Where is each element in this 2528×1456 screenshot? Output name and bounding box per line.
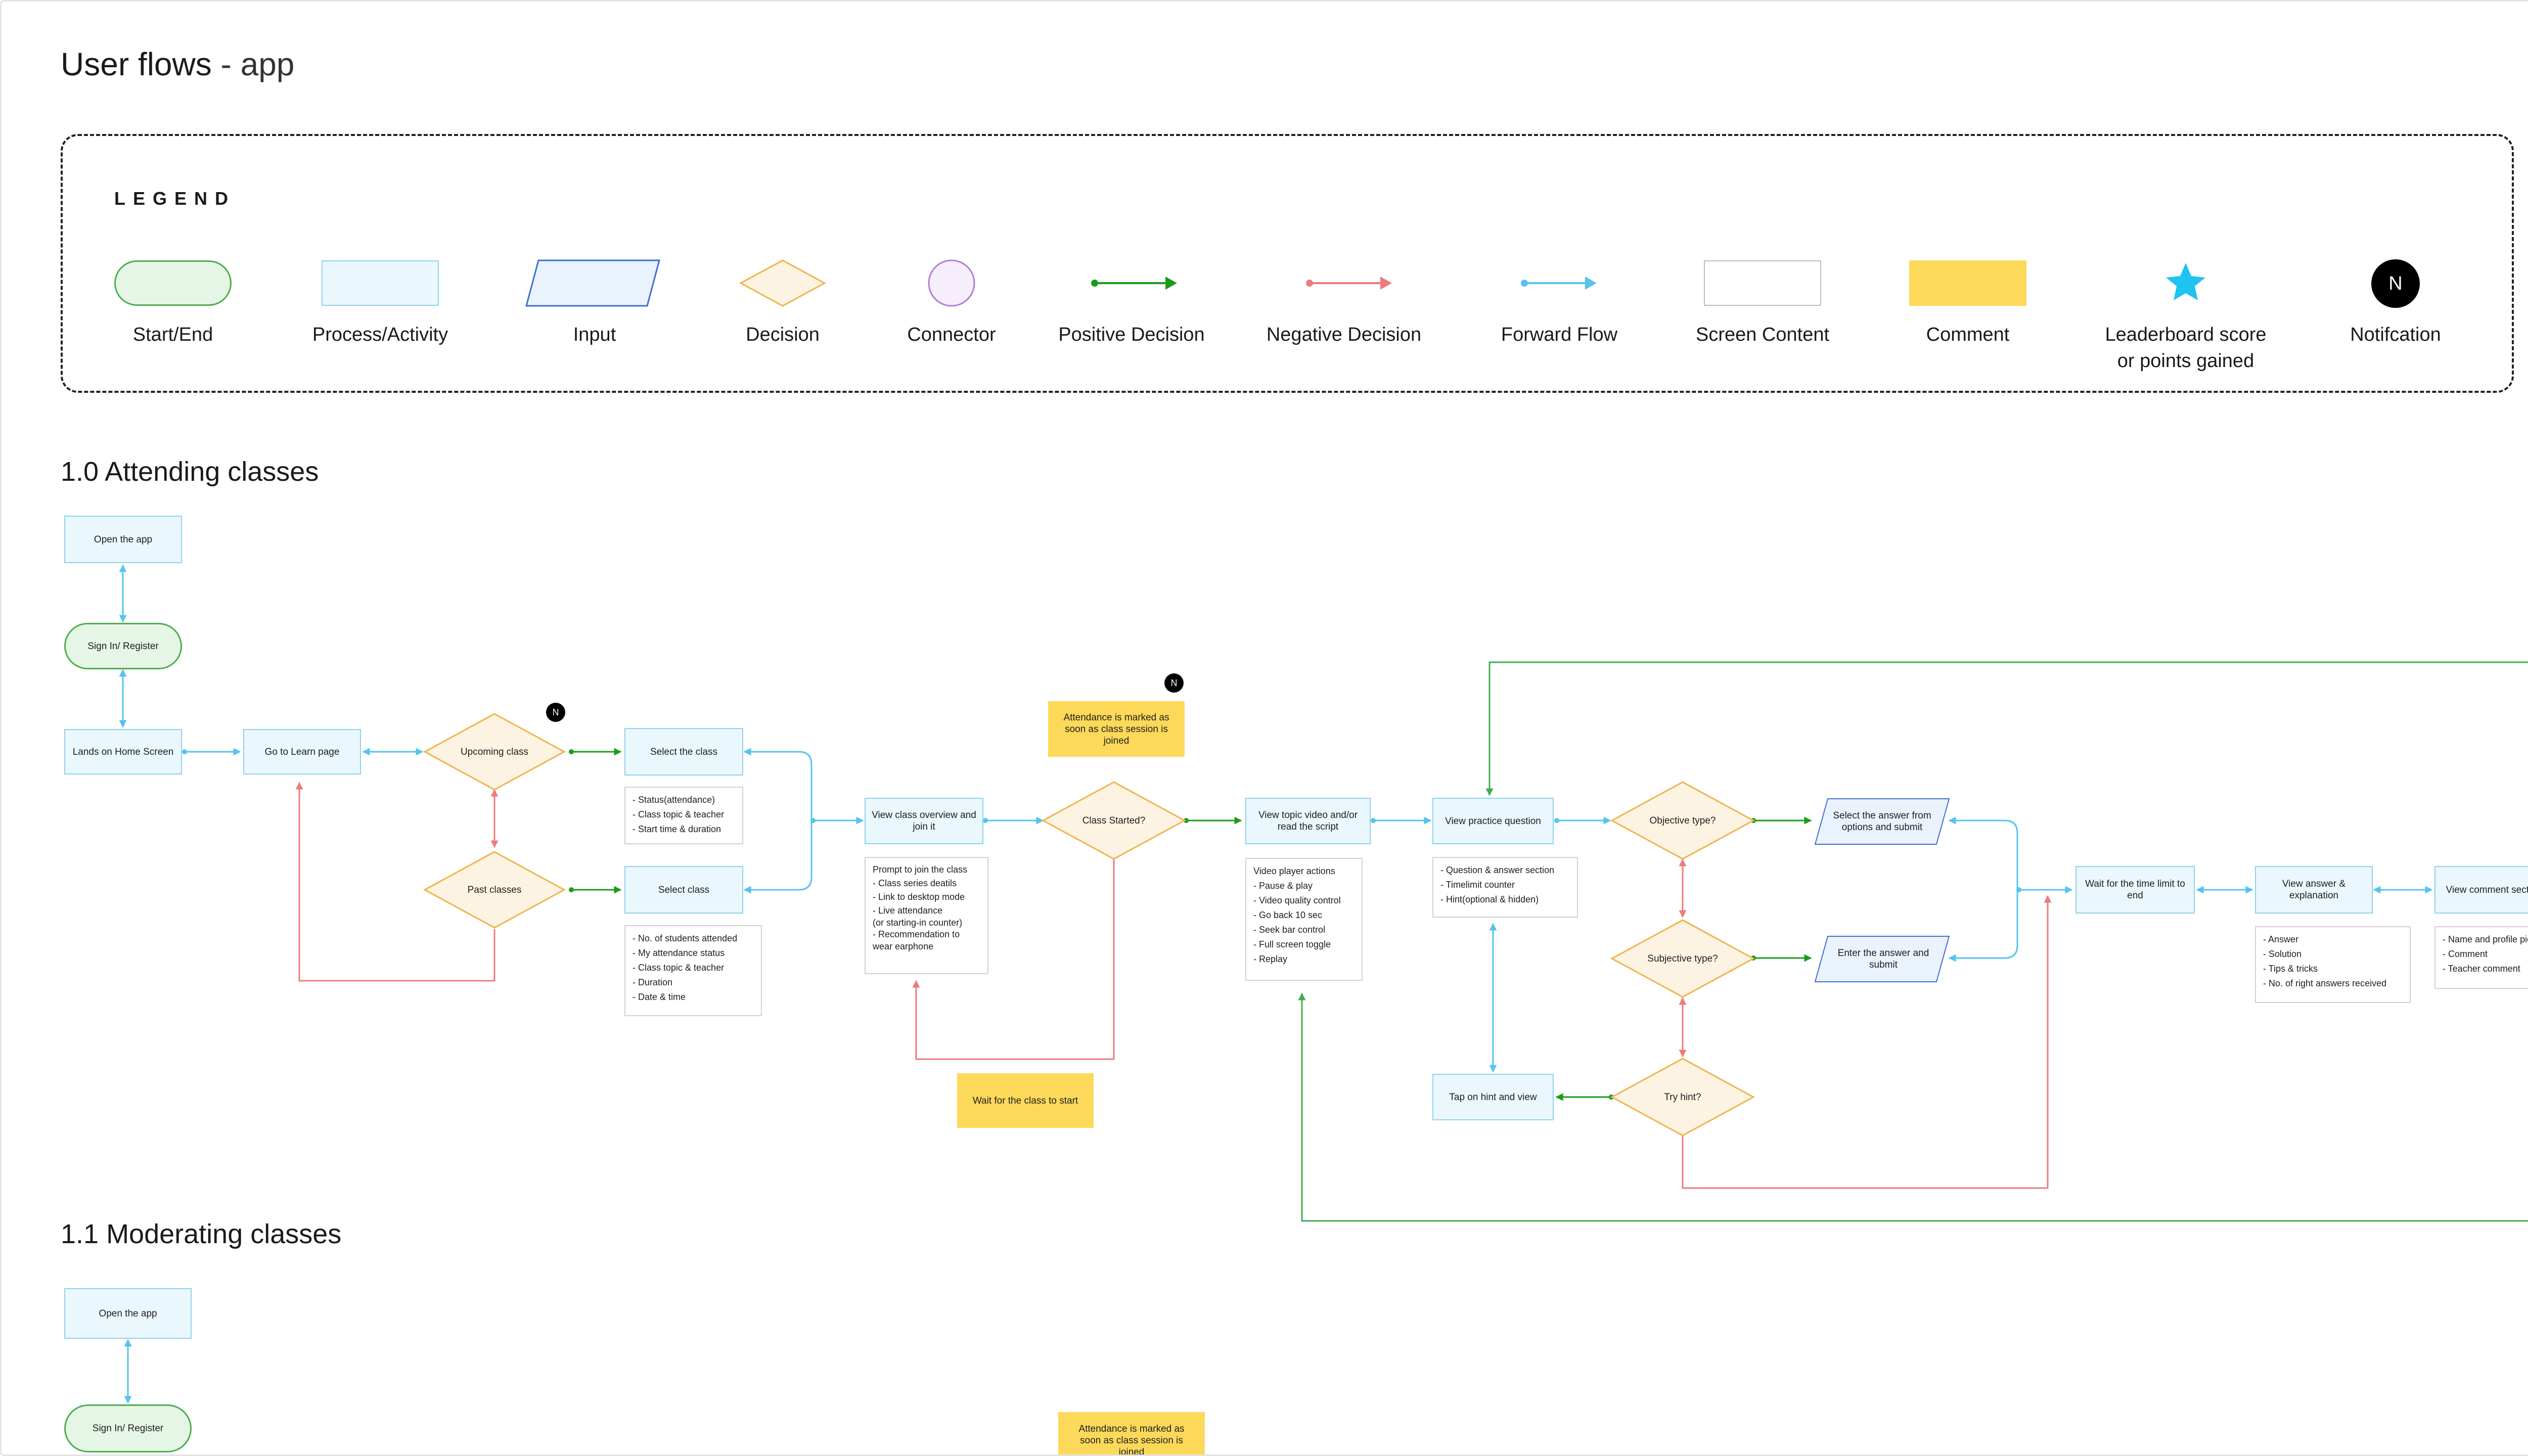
detail-line: - Duration <box>633 977 673 987</box>
legend-process-shape <box>322 260 439 306</box>
detail-line: - Recommendation to <box>873 929 960 939</box>
legend-forward-label: Forward Flow <box>1501 324 1618 345</box>
detail-line: - Hint(optional & hidden) <box>1440 894 1539 904</box>
detail-line: - Full screen toggle <box>1253 939 1331 949</box>
detail-line: - My attendance status <box>633 948 725 958</box>
node-past-classes: Past classes <box>467 884 522 895</box>
node-enter-answer: Enter the answer and submit <box>1837 948 1929 970</box>
detail-line: - Class topic & teacher <box>633 963 725 973</box>
detail-line: - Go back 10 sec <box>1253 910 1323 920</box>
legend-start-end-label: Start/End <box>132 324 213 345</box>
legend-positive-label: Positive Decision <box>1058 324 1205 345</box>
detail-line: - Answer <box>2263 934 2299 944</box>
page-title-suffix: - app <box>211 46 295 82</box>
content-practice-details: - Question & answer section - Timelimit … <box>1432 857 1578 918</box>
detail-line: - Teacher comment <box>2443 964 2520 974</box>
detail-line: (or starting-in counter) <box>873 918 963 928</box>
node-objective-type: Objective type? <box>1649 815 1716 826</box>
detail-line: Prompt to join the class <box>873 864 968 875</box>
node-view-topic-video: View topic video and/or read the script <box>1245 798 1371 844</box>
node-select-answer: Select the answer from options and submi… <box>1833 810 1931 833</box>
detail-line: - Pause & play <box>1253 881 1313 891</box>
detail-line: - Seek bar control <box>1253 925 1326 935</box>
notification-icon-upcoming: N <box>546 703 565 722</box>
node-upcoming-class: Upcoming class <box>460 746 529 757</box>
legend-input-label: Input <box>573 324 616 345</box>
detail-line: - Timelimit counter <box>1440 880 1515 890</box>
node-class-started: Class Started? <box>1082 815 1146 826</box>
legend-leaderboard-label-2: or points gained <box>2117 350 2254 372</box>
node-wait-time-limit: Wait for the time limit to end <box>2075 866 2195 914</box>
legend-notification-label: Notifcation <box>2350 324 2441 345</box>
detail-line: - No. of right answers received <box>2263 978 2387 988</box>
detail-line: - Live attendance <box>873 905 943 916</box>
legend-decision-label: Decision <box>746 324 820 345</box>
detail-line: - Question & answer section <box>1440 865 1555 875</box>
legend-leaderboard-label-1: Leaderboard score <box>2105 324 2267 345</box>
content-video-details: Video player actions - Pause & play - Vi… <box>1245 858 1363 981</box>
page-title-main: User flows <box>61 46 212 82</box>
detail-line: - Class topic & teacher <box>633 809 725 820</box>
content-past-details: - No. of students attended - My attendan… <box>624 925 762 1016</box>
page-title: User flows - app <box>61 46 294 83</box>
node-open-app-2: Open the app <box>64 1288 192 1339</box>
detail-line: - No. of students attended <box>633 933 738 943</box>
node-home-screen: Lands on Home Screen <box>64 729 182 775</box>
node-view-practice-question: View practice question <box>1432 798 1554 844</box>
comment-attendance-note-2: Attendance is marked as soon as class se… <box>1058 1412 1205 1454</box>
detail-line: - Start time & duration <box>633 824 721 834</box>
detail-line: - Tips & tricks <box>2263 964 2318 974</box>
detail-line: Video player actions <box>1253 866 1335 876</box>
comment-wait-class-start: Wait for the class to start <box>957 1073 1094 1128</box>
legend-negative-label: Negative Decision <box>1266 324 1422 345</box>
node-tap-hint: Tap on hint and view <box>1432 1074 1554 1120</box>
legend-connector-label: Connector <box>907 324 996 345</box>
node-view-answer: View answer & explanation <box>2255 866 2373 914</box>
detail-line: wear earphone <box>873 941 934 951</box>
detail-line: - Status(attendance) <box>633 795 715 805</box>
legend-comment-shape <box>1909 260 2026 306</box>
detail-line: - Comment <box>2443 949 2488 959</box>
node-subjective-type: Subjective type? <box>1647 953 1718 964</box>
content-upcoming-details: - Status(attendance) - Class topic & tea… <box>624 787 743 844</box>
node-select-class: Select class <box>624 866 743 914</box>
node-open-app: Open the app <box>64 516 182 563</box>
content-comment-details: - Name and profile pic - Comment - Teach… <box>2434 926 2528 989</box>
content-overview-details: Prompt to join the class - Class series … <box>865 857 988 974</box>
detail-line: - Video quality control <box>1253 895 1341 905</box>
node-sign-in-2: Sign In/ Register <box>64 1404 192 1452</box>
content-answer-details: - Answer - Solution - Tips & tricks - No… <box>2255 926 2411 1003</box>
detail-line: - Class series deatils <box>873 878 957 888</box>
node-sign-in: Sign In/ Register <box>64 623 182 669</box>
legend-start-end-shape <box>114 260 232 306</box>
legend-title: LEGEND <box>114 188 236 209</box>
legend-notification-icon: N <box>2371 259 2420 308</box>
section-1-1-heading: 1.1 Moderating classes <box>61 1219 342 1249</box>
node-view-comment-section: View comment section <box>2434 866 2528 914</box>
legend-screen-shape <box>1704 260 1821 306</box>
detail-line: - Name and profile pic <box>2443 934 2528 944</box>
legend-comment-label: Comment <box>1926 324 2010 345</box>
node-view-class-overview: View class overview and join it <box>865 798 983 844</box>
detail-line: - Date & time <box>633 992 686 1002</box>
detail-line: - Solution <box>2263 949 2302 959</box>
node-select-the-class: Select the class <box>624 728 743 776</box>
detail-line: - Link to desktop mode <box>873 892 965 902</box>
legend-screen-label: Screen Content <box>1695 324 1830 345</box>
section-1-0-heading: 1.0 Attending classes <box>61 457 319 487</box>
node-try-hint: Try hint? <box>1664 1091 1701 1103</box>
comment-attendance-note: Attendance is marked as soon as class se… <box>1048 701 1185 757</box>
detail-line: - Replay <box>1253 954 1288 964</box>
notification-icon-attendance: N <box>1164 673 1184 693</box>
legend-box <box>61 134 2514 393</box>
legend-process-label: Process/Activity <box>312 324 448 345</box>
node-learn-page: Go to Learn page <box>243 729 361 775</box>
